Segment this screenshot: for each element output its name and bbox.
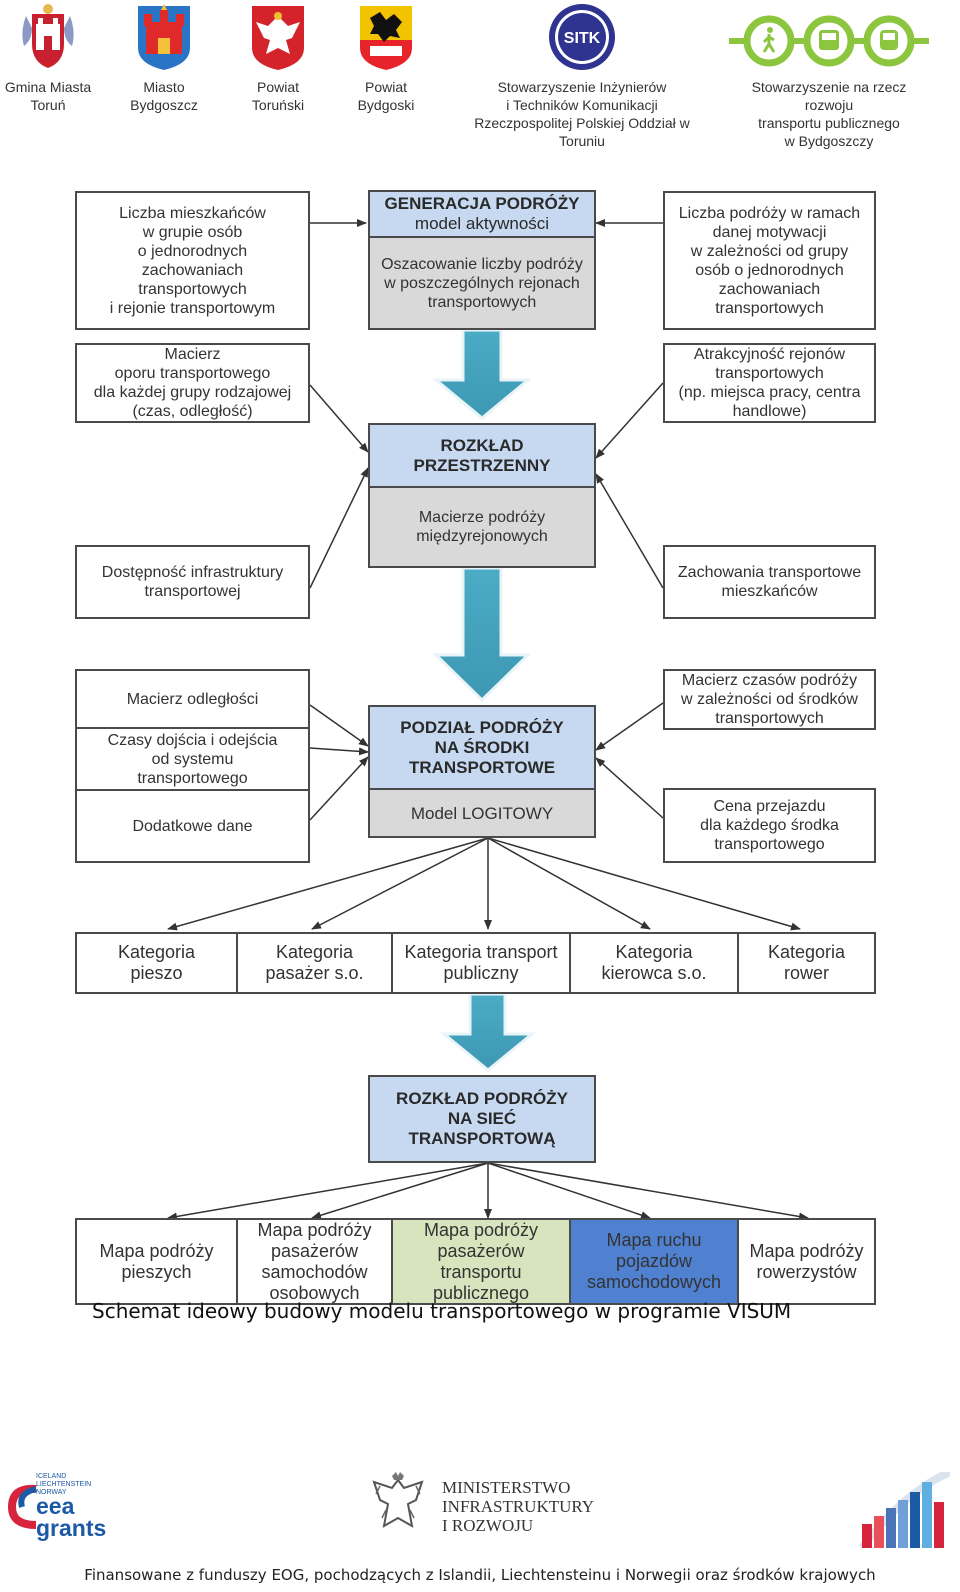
diagram-arrows (167, 219, 809, 1221)
bydgoski-coat-of-arms-icon (360, 6, 412, 70)
arrow-to-rower (487, 837, 801, 931)
logo-powiat-bydgoski: Powiat Bydgoski (340, 2, 432, 114)
stage-distribution: ROZKŁAD PRZESTRZENNY Macierze podróży mi… (368, 423, 596, 568)
arrow-additional (309, 756, 369, 821)
input-fare: Cena przejazdu dla każdego środka transp… (663, 788, 876, 863)
arrow-attractiveness (595, 382, 664, 459)
eagle-coat-of-arms-icon (252, 6, 304, 70)
assignment-title: ROZKŁAD PODRÓŻY NA SIEĆ TRANSPORTOWĄ (370, 1077, 594, 1161)
input-trips-per-motivation: Liczba podróży w ramach danej motywacji … (663, 191, 876, 330)
distribution-body: Macierze podróży międzyrejonowych (370, 488, 594, 566)
distribution-title: ROZKŁAD PRZESTRZENNY (370, 425, 594, 488)
arrow-resistance (309, 384, 369, 453)
arrow-to-map-pieszych (167, 1162, 489, 1221)
generation-title: GENERACJA PODRÓŻY model aktywności (370, 192, 594, 238)
output-row: Mapa podróży pieszych Mapa podróży pasaż… (75, 1218, 876, 1305)
logo-stowarzyszenie-transport: Stowarzyszenie na rzecz rozwoju transpor… (726, 2, 932, 150)
eea-grants-logo: ICELAND LIECHTENSTEIN NORWAY eea grants (6, 1473, 126, 1543)
category-transport-publiczny: Kategoria transport publiczny (393, 934, 571, 992)
flow-arrow-2 (432, 566, 532, 703)
logo-gmina-torun: Gmina Miasta Toruń (0, 2, 96, 114)
city-skyline-logo (858, 1468, 952, 1551)
logo-label: Powiat Toruński (251, 79, 305, 113)
torun-coat-of-arms-icon (22, 4, 74, 68)
category-kierowca: Kategoria kierowca s.o. (571, 934, 739, 992)
arrow-to-pasazer (311, 837, 489, 930)
output-map-rowerzystow: Mapa podróży rowerzystów (749, 1240, 864, 1282)
logo-label: Stowarzyszenie Inżynierów i Techników Ko… (474, 79, 690, 149)
generation-body: Oszacowanie liczby podróży w poszczególn… (370, 238, 594, 328)
eea-grants-wordmark: eea grants (36, 1493, 107, 1541)
logo-label: Powiat Bydgoski (357, 79, 415, 113)
ministry-logo: MINISTERSTWO INFRASTRUKTURY I ROZWOJU (366, 1470, 626, 1550)
arrow-accessibility (309, 467, 369, 589)
logo-powiat-torunski: Powiat Toruński (232, 2, 324, 114)
sitk-logo-icon: SITK (549, 4, 615, 70)
ministry-name: MINISTERSTWO INFRASTRUKTURY I ROZWOJU (442, 1478, 595, 1535)
output-map-pieszych: Mapa podróży pieszych (77, 1220, 238, 1303)
input-resistance-matrix: Macierz oporu transportowego dla każdej … (75, 343, 310, 423)
input-distance-matrix: Macierz odległości (77, 671, 308, 729)
arrow-travel-times (595, 702, 664, 751)
category-pieszo: Kategoria pieszo (77, 934, 238, 992)
input-access-times: Czasy dojścia i odejścia od systemu tran… (77, 729, 308, 791)
input-travel-times: Macierz czasów podróży w zależności od ś… (663, 669, 876, 730)
stage-modal-split: PODZIAŁ PODRÓŻY NA ŚRODKI TRANSPORTOWE M… (368, 705, 596, 838)
input-residents: Liczba mieszkańców w grupie osób o jedno… (75, 191, 310, 330)
modal-split-body: Model LOGITOWY (370, 790, 594, 836)
logo-label: Gmina Miasta Toruń (4, 79, 92, 113)
arrow-to-pieszo (167, 837, 489, 931)
logo-label: Miasto Bydgoszcz (130, 79, 198, 113)
arrow-to-kierowca (487, 837, 651, 930)
input-attractiveness: Atrakcyjność rejonów transportowych (np.… (663, 343, 876, 423)
logo-miasto-bydgoszcz: Miasto Bydgoszcz (118, 2, 210, 114)
arrow-to-map-ruchu (487, 1162, 651, 1219)
arrow-behaviour (595, 473, 664, 589)
logo-label: Stowarzyszenie na rzecz rozwoju transpor… (751, 79, 907, 149)
flow-arrow-3 (439, 992, 537, 1072)
generation-title-text: GENERACJA PODRÓŻY (384, 194, 580, 213)
input-accessibility: Dostępność infrastruktury transportowej (75, 545, 310, 619)
sitk-mark: SITK (564, 30, 601, 47)
input-additional-data: Dodatkowe dane (132, 817, 253, 835)
input-behaviour: Zachowania transportowe mieszkańców (663, 545, 876, 619)
flow-arrow-1 (431, 328, 533, 420)
logo-sitk: SITK Stowarzyszenie Inżynierów i Technik… (452, 2, 712, 150)
eea-countries: ICELAND LIECHTENSTEIN NORWAY (36, 1473, 92, 1496)
stage-assignment: ROZKŁAD PODRÓŻY NA SIEĆ TRANSPORTOWĄ (368, 1075, 596, 1163)
eea-grants-mark-icon (7, 1484, 37, 1529)
modal-split-title: PODZIAŁ PODRÓŻY NA ŚRODKI TRANSPORTOWE (370, 707, 594, 790)
output-map-transport-publiczny: Mapa podróży pasażerów transportu public… (393, 1220, 571, 1303)
stage-generation: GENERACJA PODRÓŻY model aktywności Oszac… (368, 190, 596, 330)
category-pasazer: Kategoria pasażer s.o. (238, 934, 393, 992)
pedestrian-bus-tram-icon (729, 15, 929, 67)
skyline-icon (858, 1468, 952, 1551)
arrow-fare (595, 757, 664, 819)
category-rower: Kategoria rower (767, 942, 846, 983)
diagram-caption: Schemat ideowy budowy modelu transportow… (92, 1299, 792, 1323)
arrow-to-map-rowerzystow (487, 1162, 809, 1221)
arrow-access-time (309, 747, 369, 756)
arrow-distance (309, 704, 369, 747)
arrow-to-map-pasazerow (311, 1162, 489, 1220)
input-group-modal: Macierz odległości Czasy dojścia i odejś… (75, 669, 310, 863)
category-row: Kategoria pieszo Kategoria pasażer s.o. … (75, 932, 876, 994)
generation-subtitle: model aktywności (414, 214, 550, 233)
funding-note: Finansowane z funduszy EOG, pochodzących… (84, 1566, 876, 1584)
output-map-ruchu: Mapa ruchu pojazdów samochodowych (571, 1220, 739, 1303)
output-map-pasazerow: Mapa podróży pasażerów samochodów osobow… (238, 1220, 393, 1303)
polish-eagle-icon (372, 1472, 424, 1528)
bydgoszcz-coat-of-arms-icon (138, 4, 190, 70)
